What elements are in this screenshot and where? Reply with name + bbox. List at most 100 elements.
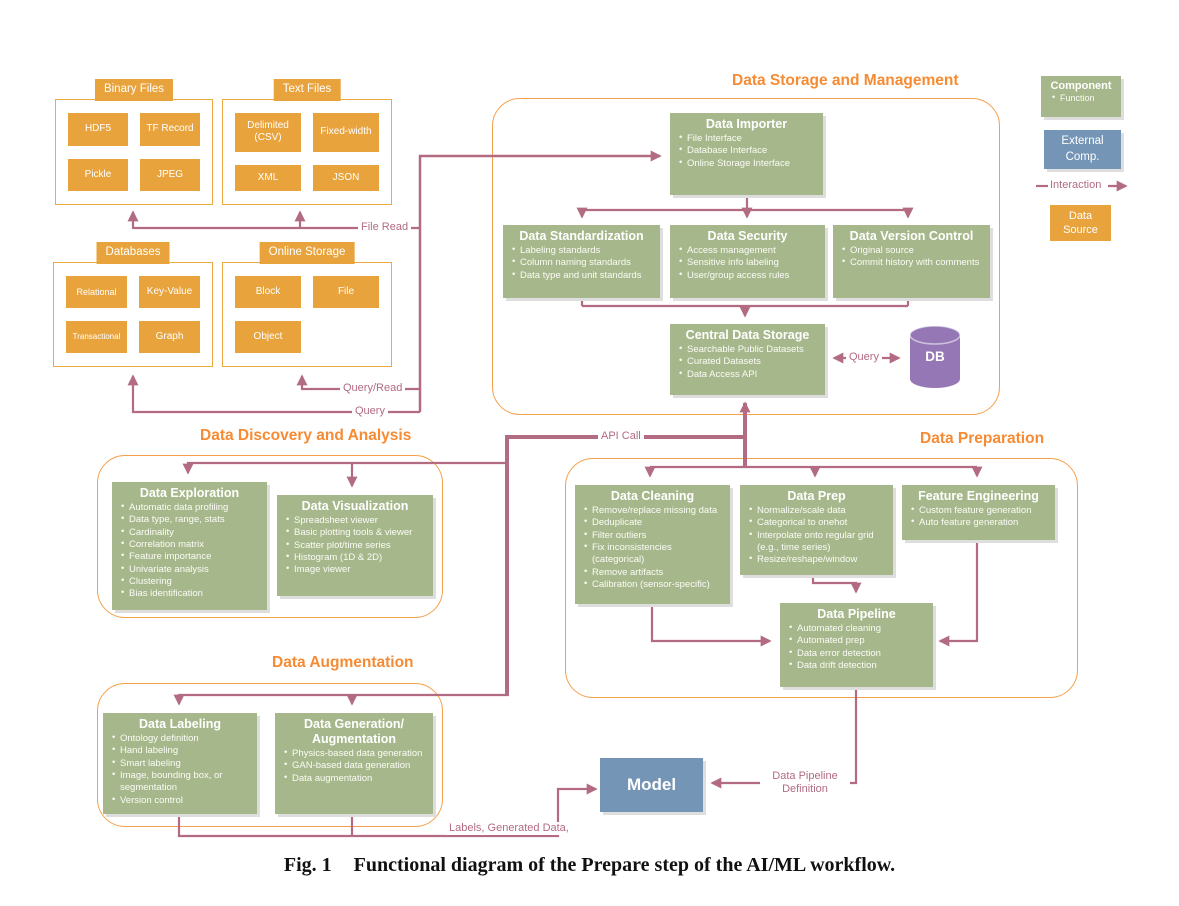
function-bullet: Curated Datasets <box>678 355 820 368</box>
edge-label-file-read: File Read <box>358 221 412 235</box>
data-source-cell: Delimited (CSV) <box>235 113 301 152</box>
function-bullet: Automatic data profiling <box>120 501 262 514</box>
data-source-cell: XML <box>235 164 301 191</box>
function-bullet: Access management <box>678 244 820 257</box>
edge-label-api-call: API Call <box>598 430 644 444</box>
data-source-cell: JPEG <box>140 158 200 191</box>
data-source-cell: Object <box>235 321 301 353</box>
component-title: Data Pipeline <box>817 607 896 621</box>
function-bullet: Sensitive info labeling <box>678 256 820 269</box>
model-box: Model <box>600 758 703 812</box>
function-list: File InterfaceDatabase InterfaceOnline S… <box>675 132 818 170</box>
function-bullet: Feature importance <box>120 550 262 563</box>
function-bullet: User/group access rules <box>678 269 820 282</box>
legend-external-comp: External Comp. <box>1044 130 1121 169</box>
function-bullet: Resize/reshape/window <box>748 553 888 566</box>
section-title-storage: Data Storage and Management <box>732 72 959 89</box>
data-source-cell: Block <box>235 276 301 308</box>
function-bullet: Column naming standards <box>511 256 655 269</box>
function-bullet: Online Storage Interface <box>678 157 818 170</box>
component-title: Data Labeling <box>139 717 221 731</box>
function-bullet: Automated prep <box>788 634 928 647</box>
function-list: Searchable Public DatasetsCurated Datase… <box>675 343 820 381</box>
group-title-text-files: Text Files <box>273 79 341 101</box>
function-bullet: Basic plotting tools & viewer <box>285 526 428 539</box>
section-title-preparation: Data Preparation <box>920 430 1045 447</box>
legend-component-bullet: Function <box>1051 92 1117 105</box>
function-bullet: Ontology definition <box>111 732 252 745</box>
edge-label-labels-generated: Labels, Generated Data, <box>446 822 572 836</box>
component-data-exploration: Data Exploration Automatic data profilin… <box>112 482 267 610</box>
db-cylinder-shape <box>909 325 961 388</box>
function-bullet: Smart labeling <box>111 757 252 770</box>
function-bullet: Commit history with comments <box>841 256 985 269</box>
data-source-cell: Key-Value <box>139 276 200 308</box>
component-title-line2: Augmentation <box>311 732 397 746</box>
function-bullet: Categorical to onehot <box>748 516 888 529</box>
function-bullet: Database Interface <box>678 144 818 157</box>
component-title: Feature Engineering <box>918 489 1039 503</box>
function-bullet: Data type and unit standards <box>511 269 655 282</box>
function-list: Automatic data profilingData type, range… <box>117 501 262 601</box>
function-bullet: Remove artifacts <box>583 566 725 579</box>
data-source-cell: HDF5 <box>68 113 128 146</box>
function-bullet: Clustering <box>120 575 262 588</box>
component-title: Data Standardization <box>519 229 644 243</box>
function-bullet: Auto feature generation <box>910 516 1050 529</box>
component-title: Data Cleaning <box>610 489 695 503</box>
function-bullet: Image, bounding box, or segmentation <box>111 769 252 795</box>
edge-label-pipeline-definition-line1: Data Pipeline <box>772 770 838 782</box>
data-source-cell: Relational <box>66 276 127 308</box>
legend-data-source-label: Data Source <box>1063 209 1098 236</box>
edge-label-query: Query <box>352 405 388 419</box>
model-label: Model <box>626 775 677 794</box>
figure-caption-text: Functional diagram of the Prepare step o… <box>353 854 896 876</box>
data-source-cell: JSON <box>313 164 379 191</box>
function-list: Ontology definitionHand labelingSmart la… <box>108 732 252 807</box>
function-bullet: Version control <box>111 794 252 807</box>
data-source-cell: Transactional <box>66 321 127 353</box>
function-bullet: Calibration (sensor-specific) <box>583 578 725 591</box>
function-list: Custom feature generationAuto feature ge… <box>907 504 1050 530</box>
component-title: Central Data Storage <box>685 328 810 342</box>
section-container-discovery <box>97 455 443 618</box>
function-bullet: Spreadsheet viewer <box>285 514 428 527</box>
data-source-cell: Fixed-width <box>313 113 379 152</box>
legend-data-source: Data Source <box>1050 205 1111 241</box>
function-list: Remove/replace missing dataDeduplicateFi… <box>580 504 725 591</box>
legend-external-label: External Comp. <box>1061 134 1104 163</box>
component-data-generation-augmentation: Data Generation/ Augmentation Physics-ba… <box>275 713 433 814</box>
component-title: Data Generation/ <box>303 717 405 731</box>
component-title: Data Prep <box>787 489 846 503</box>
component-data-labeling: Data Labeling Ontology definitionHand la… <box>103 713 257 814</box>
function-bullet: Data Access API <box>678 368 820 381</box>
section-title-augmentation: Data Augmentation <box>272 654 414 671</box>
component-data-prep: Data Prep Normalize/scale dataCategorica… <box>740 485 893 575</box>
function-bullet: Normalize/scale data <box>748 504 888 517</box>
function-bullet: Data drift detection <box>788 659 928 672</box>
function-list: Physics-based data generationGAN-based d… <box>280 747 428 785</box>
function-bullet: Original source <box>841 244 985 257</box>
edge-label-pipeline-definition: Data Pipeline Definition <box>760 770 850 797</box>
function-bullet: Univariate analysis <box>120 563 262 576</box>
component-title: Data Importer <box>705 117 788 131</box>
db-cylinder: DB <box>908 324 962 390</box>
function-list: Normalize/scale dataCategorical to oneho… <box>745 504 888 567</box>
function-list: Spreadsheet viewerBasic plotting tools &… <box>282 514 428 577</box>
component-title: Data Security <box>707 229 788 243</box>
edge-label-storage-query: Query <box>846 351 882 365</box>
function-bullet: Labeling standards <box>511 244 655 257</box>
component-feature-engineering: Feature Engineering Custom feature gener… <box>902 485 1055 540</box>
group-title-online-storage: Online Storage <box>259 242 355 264</box>
component-title: Data Version Control <box>849 229 974 243</box>
data-source-cell: Pickle <box>68 158 128 191</box>
function-bullet: Fix inconsistencies (categorical) <box>583 541 725 567</box>
legend-component-title: Component <box>1050 80 1112 92</box>
function-bullet: Image viewer <box>285 563 428 576</box>
